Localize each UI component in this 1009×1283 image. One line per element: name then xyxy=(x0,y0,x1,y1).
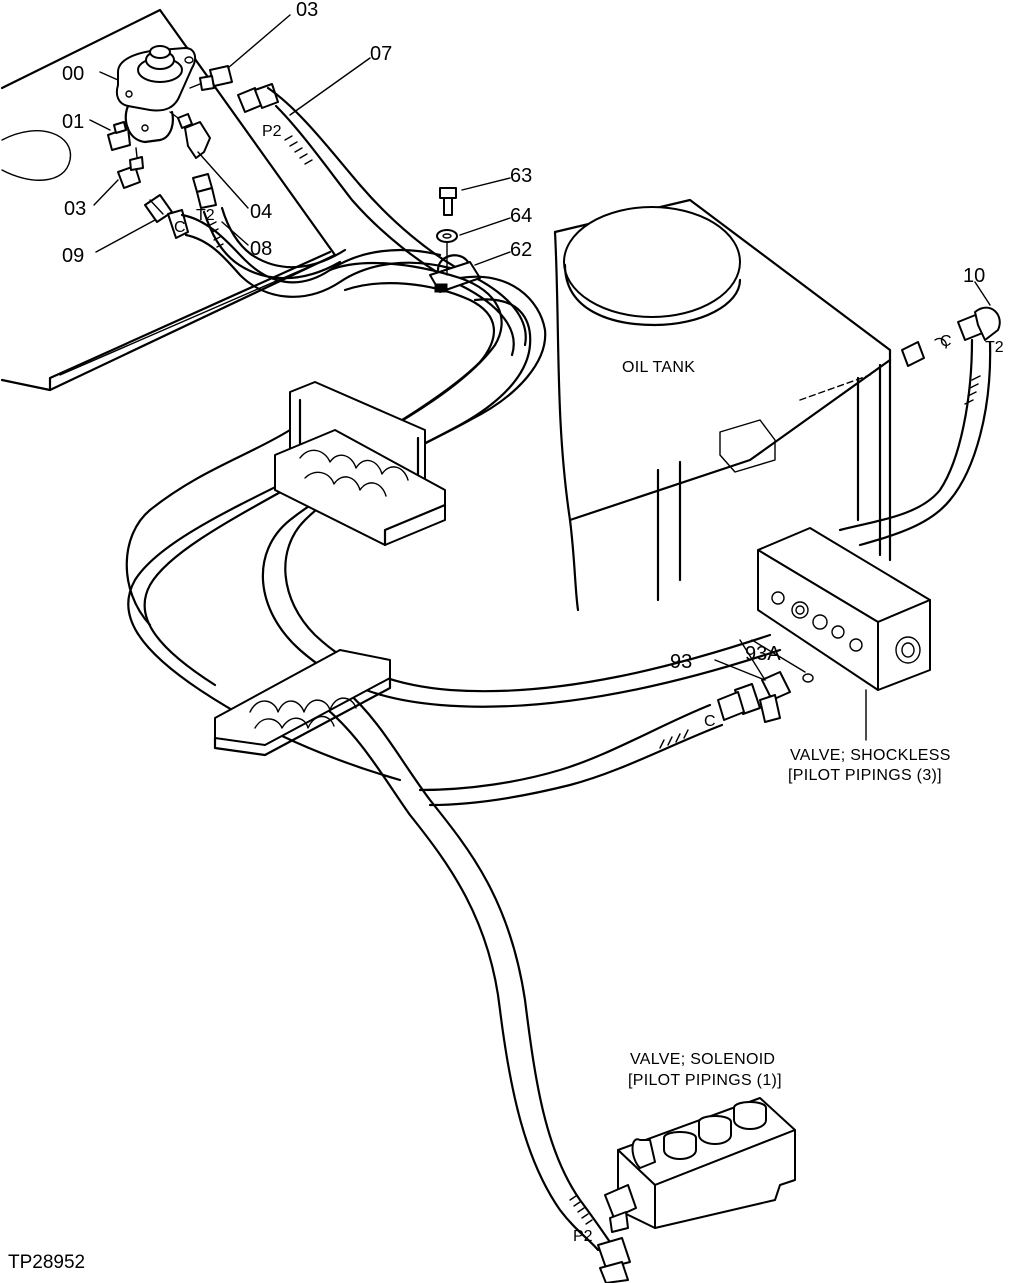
hose-09 xyxy=(144,194,452,298)
component-captions: OIL TANK VALVE; SHOCKLESS [PILOT PIPINGS… xyxy=(622,359,951,1089)
label-93a: 93A xyxy=(745,643,781,665)
shockless-valve-label-2: [PILOT PIPINGS (3)] xyxy=(788,767,942,784)
figure-id: TP28952 xyxy=(8,1252,85,1273)
label-09: 09 xyxy=(62,245,84,267)
elbow-03-left xyxy=(117,147,144,189)
part-labels: 00 01 03 03 04 07 08 09 63 64 62 10 93 9… xyxy=(62,0,985,673)
shockless-valve-label-1: VALVE; SHOCKLESS xyxy=(790,747,951,764)
fitting-01 xyxy=(107,121,131,151)
oil-tank xyxy=(553,198,892,612)
solenoid-valve xyxy=(597,1097,796,1283)
elbow-03-top xyxy=(189,65,233,91)
hose-clamp-upper xyxy=(274,381,447,547)
label-07: 07 xyxy=(370,43,392,65)
label-00: 00 xyxy=(62,63,84,85)
port-t2-right: T2 xyxy=(985,339,1004,356)
port-t2-top: T2 xyxy=(196,207,215,224)
label-64: 64 xyxy=(510,205,532,227)
pilot-valve-00 xyxy=(115,45,197,144)
port-c-valve: C xyxy=(704,713,716,730)
port-c-right: C xyxy=(940,333,952,350)
label-03-left: 03 xyxy=(64,198,86,220)
hose-93 xyxy=(418,683,761,807)
fitting-93a xyxy=(759,671,814,723)
solenoid-valve-label-1: VALVE; SOLENOID xyxy=(630,1051,775,1068)
elbow-04 xyxy=(169,111,211,159)
port-p2-bottom: P2 xyxy=(573,1228,593,1245)
hose-bundle xyxy=(125,261,782,1252)
oil-tank-label: OIL TANK xyxy=(622,359,695,376)
shockless-valve xyxy=(757,527,931,741)
label-10: 10 xyxy=(963,265,985,287)
hose-08 xyxy=(192,173,347,280)
port-c-left: C xyxy=(174,219,186,236)
label-03-top: 03 xyxy=(296,0,318,21)
washer-64 xyxy=(436,229,458,276)
label-01: 01 xyxy=(62,111,84,133)
clamp-62 xyxy=(429,254,481,293)
label-93: 93 xyxy=(670,651,692,673)
bolt-63 xyxy=(439,187,457,216)
leader-lines xyxy=(89,14,991,681)
hose-clamp-lower xyxy=(213,649,392,757)
label-04: 04 xyxy=(250,201,272,223)
port-p2-top: P2 xyxy=(262,123,282,140)
label-62: 62 xyxy=(510,239,532,261)
hose-10 xyxy=(838,306,1001,547)
label-08: 08 xyxy=(250,238,272,260)
label-63: 63 xyxy=(510,165,532,187)
solenoid-valve-label-2: [PILOT PIPINGS (1)] xyxy=(628,1072,782,1089)
port-labels: P2 T2 T2 P2 C C C xyxy=(174,123,1004,1245)
